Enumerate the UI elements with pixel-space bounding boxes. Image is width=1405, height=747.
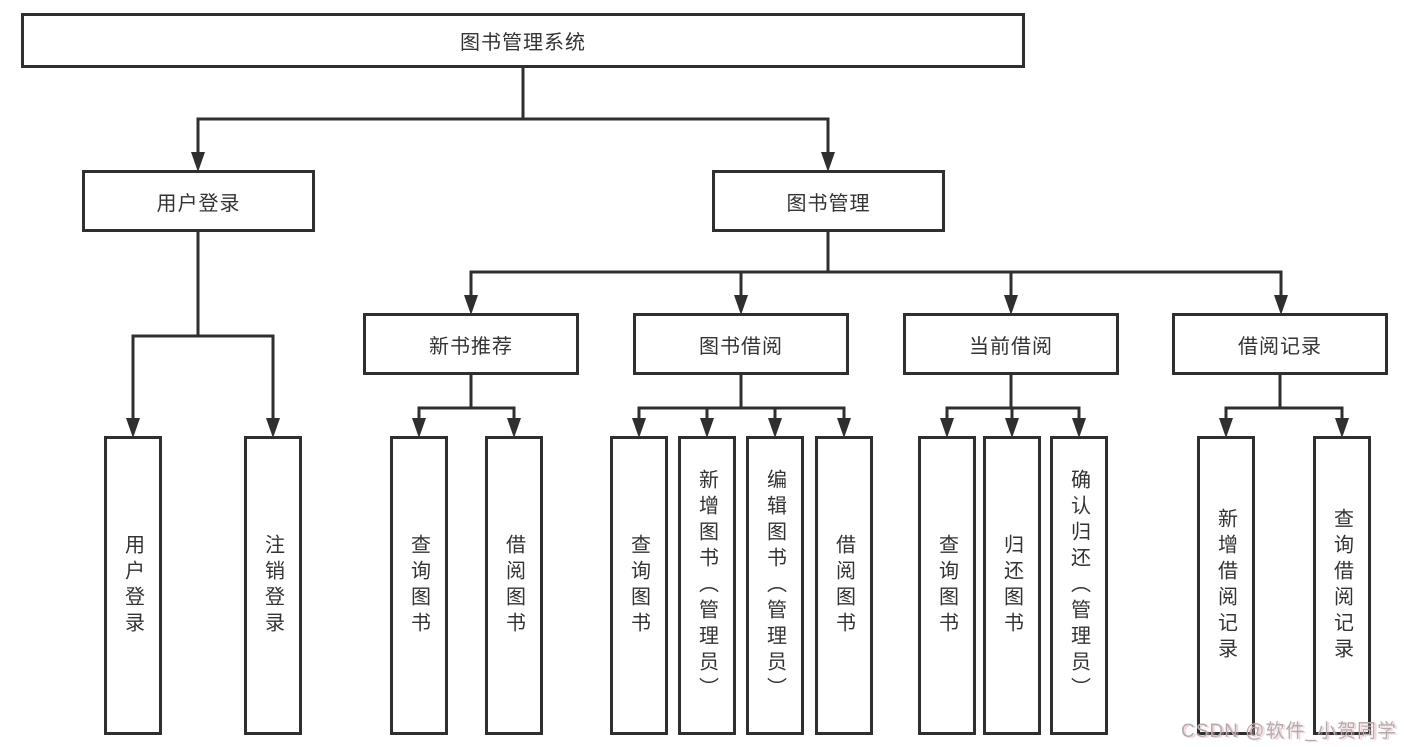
- leaf-query-books-3: 查询图书: [918, 436, 976, 735]
- leaf-borrow-books-2: 借阅图书: [815, 436, 873, 735]
- leaf-query-books-2: 查询图书: [610, 436, 668, 735]
- csdn-watermark: CSDN @软件_小贺同学: [1181, 721, 1397, 742]
- connector-user-login-to-leaves: [131, 232, 275, 420]
- connector-current-borrow-to-leaves: [945, 375, 1081, 420]
- leaf-return-books: 归还图书: [983, 436, 1041, 735]
- leaf-borrow-books-1: 借阅图书: [485, 436, 543, 735]
- leaf-confirm-return-admin: 确认归还（管理员）: [1050, 436, 1108, 735]
- node-new-book-recommend: 新书推荐: [363, 313, 579, 375]
- connector-book-borrow-to-leaves: [637, 375, 846, 420]
- node-borrowing-records: 借阅记录: [1172, 313, 1388, 375]
- node-library-management-system: 图书管理系统: [21, 13, 1025, 68]
- connector-book-management-to-level3: [469, 232, 1283, 296]
- leaf-user-login: 用户登录: [104, 436, 162, 735]
- leaf-query-books-1: 查询图书: [390, 436, 448, 735]
- leaf-logout: 注销登录: [244, 436, 302, 735]
- node-book-borrowing: 图书借阅: [633, 313, 849, 375]
- node-book-management: 图书管理: [712, 170, 945, 232]
- arrowhead-icons: [126, 152, 1349, 438]
- connector-root-to-level2: [196, 68, 830, 152]
- node-user-login: 用户登录: [82, 170, 315, 232]
- leaf-add-books-admin: 新增图书（管理员）: [678, 436, 736, 735]
- leaf-query-borrow-record: 查询借阅记录: [1313, 436, 1371, 735]
- leaf-edit-books-admin: 编辑图书（管理员）: [746, 436, 804, 735]
- connector-new-books-to-leaves: [417, 375, 516, 420]
- leaf-add-borrow-record: 新增借阅记录: [1197, 436, 1255, 735]
- connector-borrow-records-to-leaves: [1224, 375, 1344, 420]
- node-current-borrowing: 当前借阅: [903, 313, 1119, 375]
